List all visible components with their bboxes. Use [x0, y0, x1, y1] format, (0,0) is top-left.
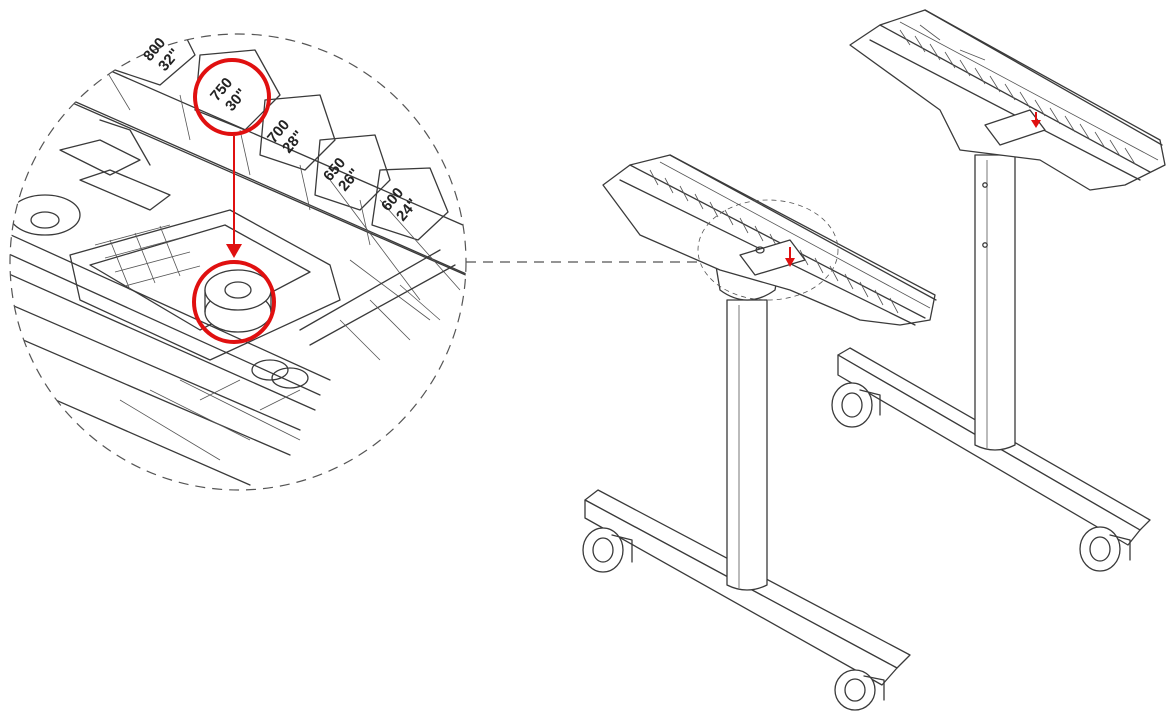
table-leg-right [831, 9, 1166, 572]
caster-wheel [834, 669, 885, 711]
highlight-selected-size [193, 58, 271, 136]
size-label-bosses [99, 34, 461, 321]
arrowhead [226, 244, 242, 258]
highlight-stop-post [192, 260, 276, 344]
height-stop-post [204, 269, 272, 333]
caster-wheel [1079, 526, 1131, 572]
caster-wheel [831, 382, 881, 428]
table-leg-left [582, 154, 937, 711]
size-labels: 800 32" 750 30" 700 28" 650 26" 600 24" [140, 34, 421, 224]
top-bracket [849, 9, 1166, 191]
top-bracket [602, 154, 937, 326]
detail-magnified-view: 800 32" 750 30" 700 28" 650 26" 600 24" [9, 33, 467, 491]
caster-wheel [582, 527, 633, 573]
